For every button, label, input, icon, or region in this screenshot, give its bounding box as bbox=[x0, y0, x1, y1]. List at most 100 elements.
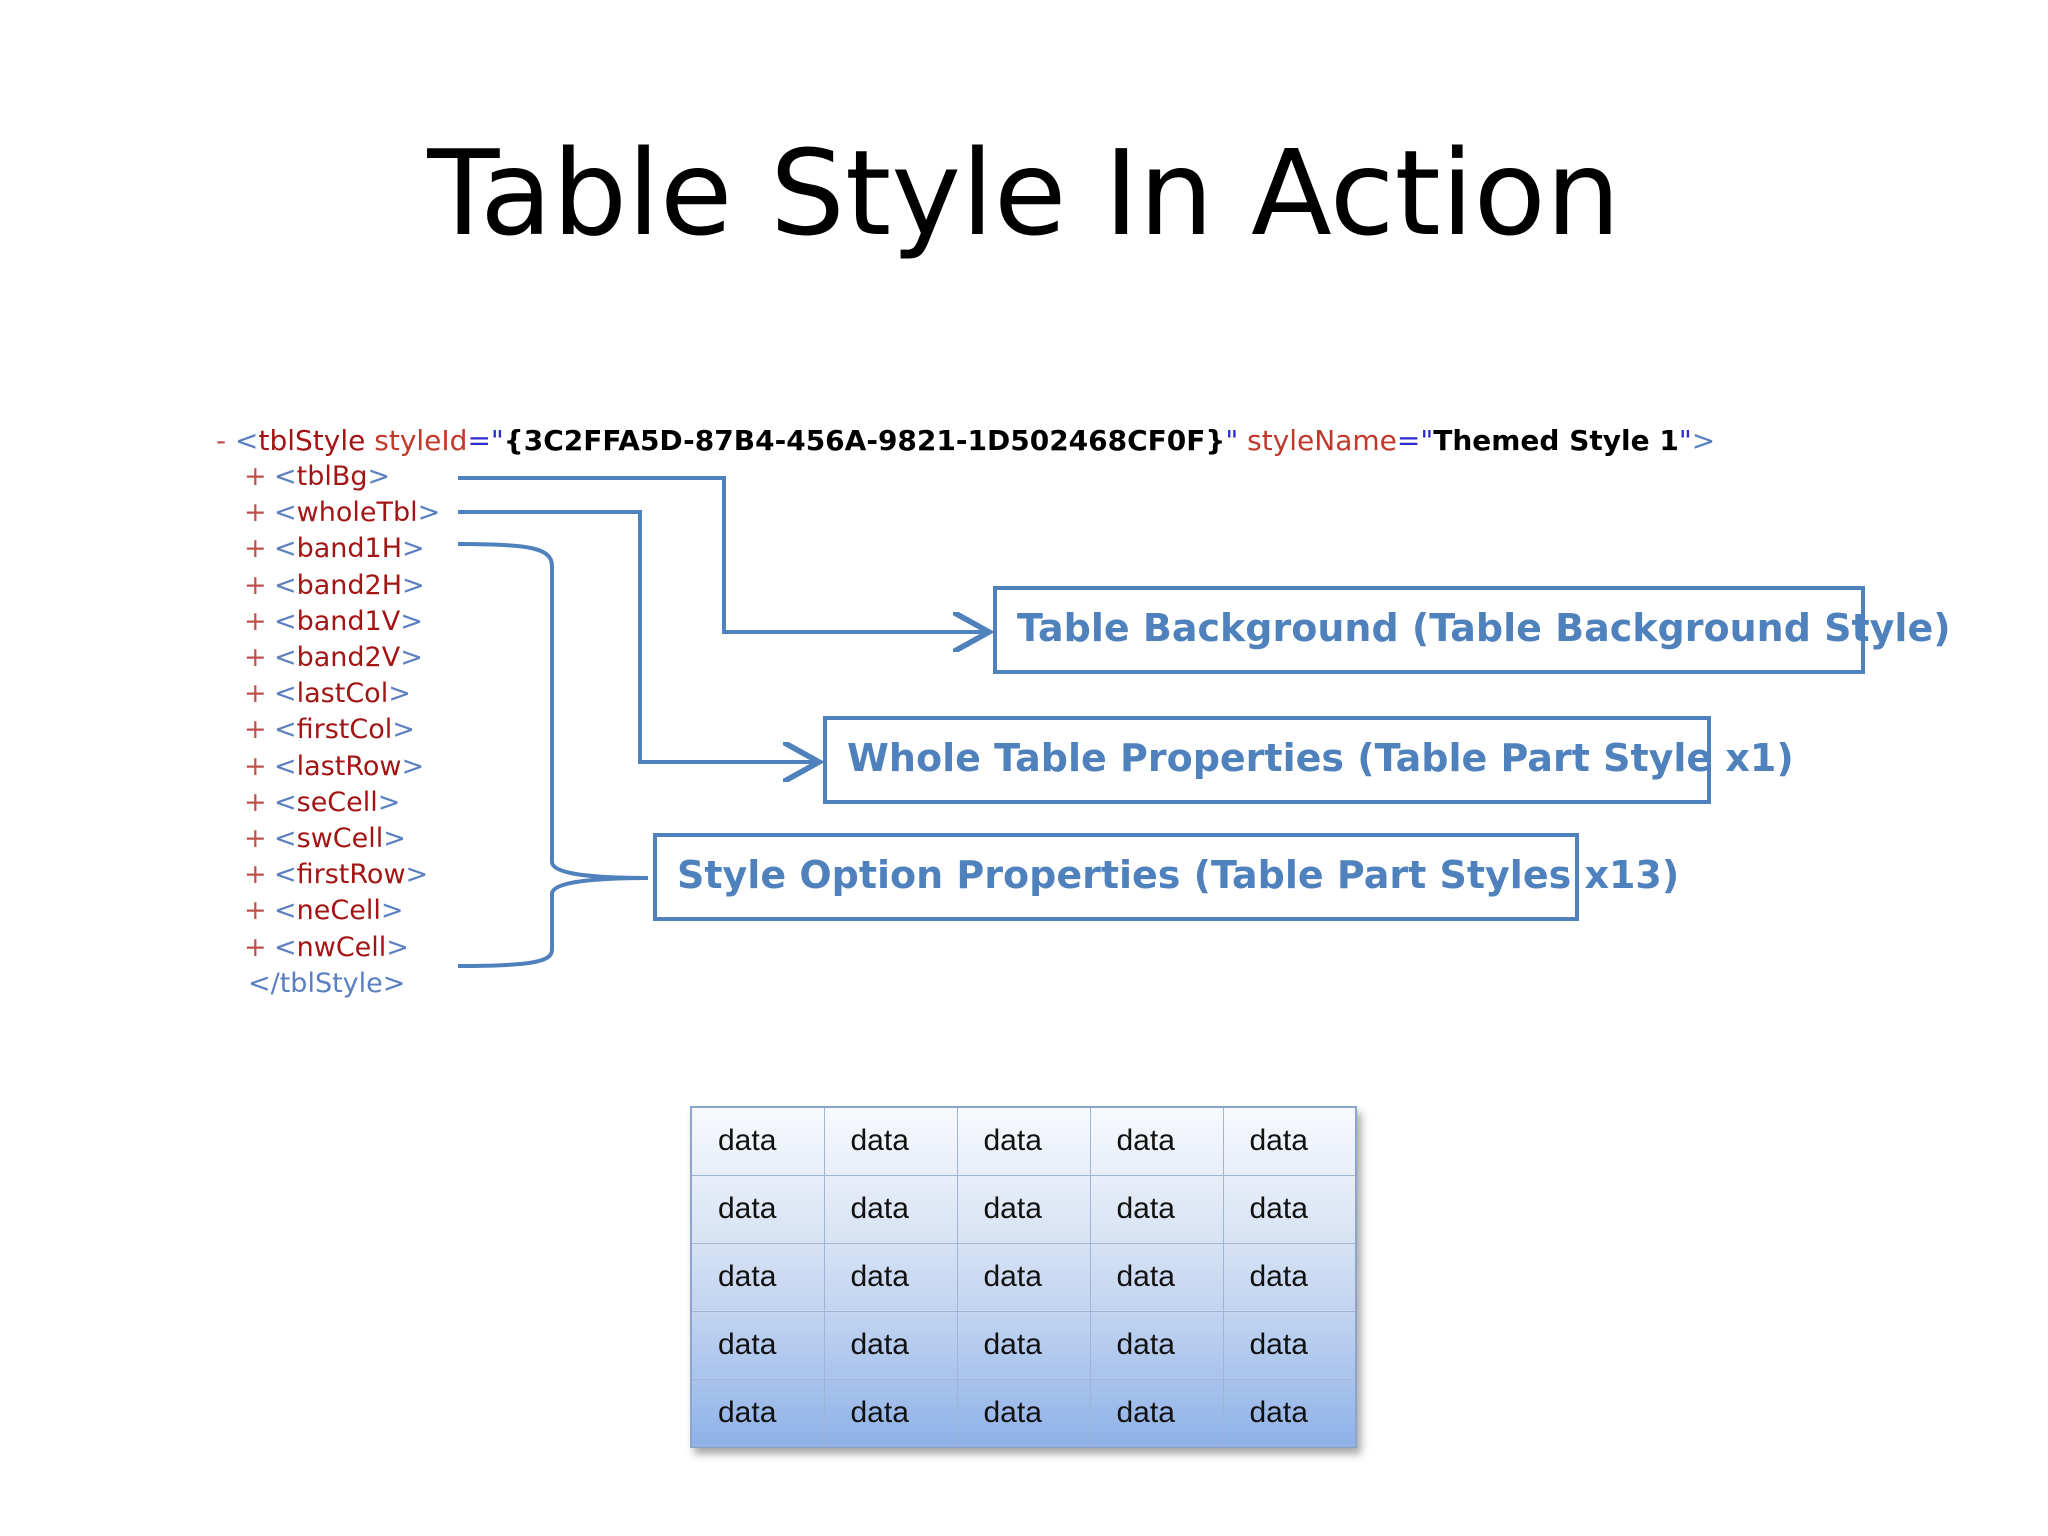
expand-marker[interactable]: + bbox=[244, 569, 267, 601]
xml-child-wholeTbl[interactable]: +<wholeTbl> bbox=[244, 495, 440, 531]
bracket: < bbox=[274, 461, 297, 492]
expand-marker[interactable]: + bbox=[244, 461, 267, 492]
xml-tag-name: neCell bbox=[296, 895, 381, 927]
attr-eq: =" bbox=[1396, 424, 1434, 457]
xml-tag-name: firstRow bbox=[296, 859, 406, 891]
callout-whole-table: Whole Table Properties (Table Part Style… bbox=[823, 716, 1794, 804]
table-cell: data bbox=[1089, 1378, 1224, 1448]
table-cell: data bbox=[956, 1106, 1091, 1176]
table-cell: data bbox=[1222, 1378, 1357, 1448]
expand-marker[interactable]: + bbox=[244, 895, 267, 927]
xml-child-neCell[interactable]: +<neCell> bbox=[244, 893, 403, 929]
expand-marker[interactable]: + bbox=[244, 786, 267, 818]
table-cell: data bbox=[823, 1106, 958, 1176]
table-cell: data bbox=[823, 1174, 958, 1244]
expand-marker[interactable]: + bbox=[244, 823, 267, 854]
attr-styleid-name: styleId bbox=[374, 424, 468, 457]
bracket: < bbox=[274, 678, 297, 710]
bracket: < bbox=[274, 533, 297, 565]
bracket: > bbox=[392, 714, 415, 746]
expand-marker[interactable]: + bbox=[244, 750, 267, 782]
xml-child-band2H[interactable]: +<band2H> bbox=[244, 568, 425, 604]
table-cell: data bbox=[956, 1378, 1091, 1448]
bracket: > bbox=[400, 605, 423, 637]
xml-child-lastRow[interactable]: +<lastRow> bbox=[244, 749, 424, 785]
bracket: > bbox=[402, 569, 425, 601]
xml-tag-name: nwCell bbox=[296, 931, 387, 963]
root-tag-name: tblStyle bbox=[258, 424, 366, 457]
expand-marker[interactable]: + bbox=[244, 714, 267, 746]
collapse-marker[interactable]: - bbox=[216, 424, 227, 457]
xml-tag-name: seCell bbox=[296, 786, 378, 818]
xml-tag-name: firstCol bbox=[296, 714, 393, 746]
expand-marker[interactable]: + bbox=[244, 497, 267, 529]
table-cell: data bbox=[956, 1310, 1091, 1380]
xml-root-close-tag: </tblStyle> bbox=[248, 967, 406, 999]
attr-quote: " bbox=[1678, 424, 1692, 457]
xml-child-band1V[interactable]: +<band1V> bbox=[244, 604, 423, 640]
xml-tag-name: lastRow bbox=[296, 750, 402, 782]
expand-marker[interactable]: + bbox=[244, 605, 267, 637]
bracket: > bbox=[402, 533, 425, 565]
table-cell: data bbox=[1222, 1310, 1357, 1380]
callout-table-background: Table Background (Table Background Style… bbox=[993, 586, 1951, 674]
bracket: < bbox=[274, 497, 297, 529]
table-cell: data bbox=[1222, 1174, 1357, 1244]
xml-child-tblBg[interactable]: +<tblBg> bbox=[244, 459, 390, 495]
table-cell: data bbox=[1222, 1242, 1357, 1312]
expand-marker[interactable]: + bbox=[244, 642, 267, 673]
xml-child-nwCell[interactable]: +<nwCell> bbox=[244, 930, 409, 966]
bracket: < bbox=[274, 931, 297, 963]
xml-child-swCell[interactable]: +<swCell> bbox=[244, 821, 406, 857]
bracket: > bbox=[380, 895, 404, 927]
callout-style-option: Style Option Properties (Table Part Styl… bbox=[653, 833, 1679, 921]
table-cell: data bbox=[1222, 1106, 1357, 1176]
attr-stylename-name: styleName bbox=[1247, 424, 1397, 457]
xml-child-seCell[interactable]: +<seCell> bbox=[244, 785, 400, 821]
xml-tag-name: band2H bbox=[296, 569, 403, 601]
bracket: > bbox=[401, 750, 425, 782]
expand-marker[interactable]: + bbox=[244, 678, 267, 710]
bracket: > bbox=[388, 678, 411, 710]
bracket: < bbox=[274, 605, 297, 637]
table-cell: data bbox=[823, 1378, 958, 1448]
expand-marker[interactable]: + bbox=[244, 533, 267, 565]
expand-marker[interactable]: + bbox=[244, 931, 267, 963]
bracket: > bbox=[386, 931, 409, 963]
attr-stylename-value: Themed Style 1 bbox=[1433, 424, 1679, 457]
bracket: > bbox=[377, 786, 401, 818]
xml-tag-name: wholeTbl bbox=[296, 497, 418, 529]
xml-child-firstCol[interactable]: +<firstCol> bbox=[244, 712, 415, 748]
xml-child-band2V[interactable]: +<band2V> bbox=[244, 640, 423, 676]
xml-tag-name: lastCol bbox=[296, 678, 389, 710]
xml-tag-name: band1H bbox=[296, 533, 403, 565]
table-cell: data bbox=[690, 1174, 825, 1244]
table-cell: data bbox=[690, 1310, 825, 1380]
xml-child-firstRow[interactable]: +<firstRow> bbox=[244, 857, 428, 893]
bracket: < bbox=[274, 750, 297, 782]
attr-quote: " bbox=[1225, 424, 1239, 457]
table-cell: data bbox=[956, 1174, 1091, 1244]
xml-tag-name: swCell bbox=[296, 823, 384, 854]
table-cell: data bbox=[1089, 1310, 1224, 1380]
table-cell: data bbox=[1089, 1242, 1224, 1312]
xml-child-band1H[interactable]: +<band1H> bbox=[244, 531, 425, 567]
bracket: < bbox=[274, 859, 297, 891]
xml-tag-name: band2V bbox=[296, 642, 401, 673]
expand-marker[interactable]: + bbox=[244, 859, 267, 891]
table-cell: data bbox=[690, 1106, 825, 1176]
bracket: > bbox=[367, 461, 391, 492]
bracket: < bbox=[274, 895, 297, 927]
bracket: > bbox=[400, 642, 423, 673]
table-cell: data bbox=[956, 1242, 1091, 1312]
bracket: < bbox=[274, 642, 297, 673]
bracket: > bbox=[383, 823, 406, 854]
xml-root-open-line: - <tblStyle styleId="{3C2FFA5D-87B4-456A… bbox=[216, 423, 1715, 459]
bracket: < bbox=[274, 786, 297, 818]
xml-child-lastCol[interactable]: +<lastCol> bbox=[244, 676, 411, 712]
